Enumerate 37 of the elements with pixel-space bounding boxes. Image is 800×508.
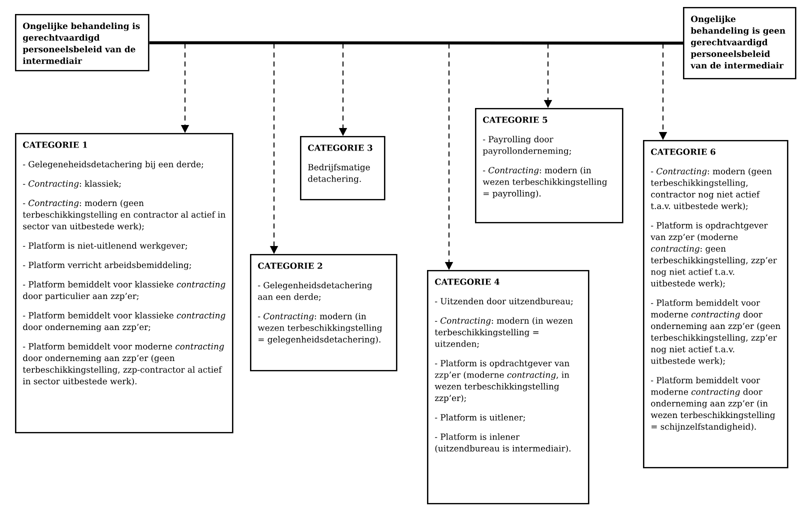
scale-line (149, 41, 683, 45)
category-heading: CATEGORIE 1 (23, 142, 87, 148)
item-text: - Platform is opdrachtgever van zzp’er (moderne contracting, in wezen terbeschikkingstelling zzp’er); (434, 360, 570, 403)
item-text: - Platform is niet-uitlenend werkgever; (23, 242, 187, 250)
category-box (250, 254, 398, 372)
category-box (427, 270, 590, 504)
item-text: - Contracting: modern (in wezen terbeschikkingstelling = uitzenden; (434, 317, 573, 348)
item-text: - Platform bemiddelt voor moderne contracting door onderneming aan zzp’er (geen terbeschikkingstelling, zzp-contractor al actief in sector uitbestede werk). (22, 343, 224, 386)
item-text: - Contracting: modern (in wezen terbeschikkingstelling = payrolling). (482, 166, 608, 198)
item-text: - Contracting: klassiek; (23, 180, 121, 188)
category-box (643, 140, 788, 468)
category-box (475, 108, 624, 224)
item-text: - Contracting: modern (geen terbeschikkingstelling en contractor al actief in sector van uitbestede werk); (22, 200, 226, 230)
category-heading: CATEGORIE 5 (483, 116, 548, 123)
category-heading: CATEGORIE 6 (651, 148, 716, 155)
category-box (15, 133, 234, 434)
item-text: - Gelegenheidsdetachering aan een derde; (258, 282, 372, 301)
item-text: - Platform is uitlener; (435, 414, 525, 422)
item-text: - Platform bemiddelt voor moderne contracting door onderneming aan zzp’er (geen terbeschikkingstelling, zzp’er nog niet actief t.a.v. uitbestede werk); (650, 299, 780, 366)
statement-box: Ongelijke behandeling is gerechtvaardigd personeelsbeleid van de intermediair (15, 14, 150, 72)
category-heading: CATEGORIE 2 (258, 262, 322, 269)
category-heading: CATEGORIE 3 (308, 144, 372, 151)
item-text: - Platform bemiddelt voor klassieke contracting door particulier aan zzp’er; (23, 281, 226, 301)
item-text: Bedrijfsmatige detachering. (308, 164, 370, 184)
item-text: - Platform is opdrachtgever van zzp’er (moderne contracting: geen terbeschikkingstelling, zzp’er nog niet actief t.a.v. uitbestede werk); (650, 222, 777, 288)
item-text: - Gelegeneheidsdetachering bij een derde; (23, 160, 204, 170)
item-text: - Payrolling door payrollonderneming; (482, 136, 571, 156)
category-box (300, 136, 386, 200)
item-text: - Platform verricht arbeidsbemiddeling; (23, 262, 191, 270)
item-text: - Contracting: modern (in wezen terbeschikkingstelling = gelegenheidsdetachering). (258, 312, 382, 344)
item-text: - Platform bemiddelt voor moderne contracting door onderneming aan zzp’er (in wezen terbeschikkingstelling = schijnzelfstandigheid). (650, 376, 776, 432)
item-text: - Uitzenden door uitzendbureau; (435, 298, 573, 306)
statement-box: Ongelijke behandeling is geen gerechtvaardigd personeelsbeleid van de intermediair (683, 7, 796, 80)
category-heading: CATEGORIE 4 (435, 278, 500, 285)
item-text: - Platform is inlener (uitzendbureau is intermediair). (435, 433, 570, 453)
item-text: - Platform bemiddelt voor klassieke contracting door onderneming aan zzp’er; (23, 312, 226, 332)
item-text: - Contracting: modern (geen terbeschikkingstelling, contractor nog niet actief t.a.v. uitbestede werk); (650, 168, 772, 210)
